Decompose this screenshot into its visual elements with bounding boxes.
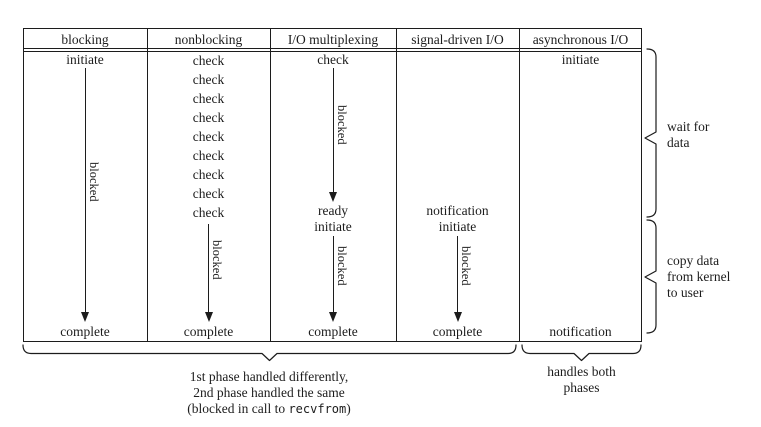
wait-for-data-label: wait for data: [667, 119, 709, 151]
first-phase-note-line3-suffix: ): [346, 401, 351, 416]
header-asynchronous: asynchronous I/O: [532, 32, 629, 47]
header-rule-inner: [23, 50, 642, 52]
multiplexing-blocked-copy-label: blocked: [335, 246, 349, 286]
multiplexing-ready: ready: [318, 203, 348, 218]
copy-data-label: copy data from kernel to user: [667, 253, 730, 301]
multiplexing-initiate: initiate: [314, 219, 352, 234]
multiplexing-complete: complete: [308, 324, 358, 339]
blocking-arrowhead-icon: [81, 312, 89, 322]
first-phase-note-line1: 1st phase handled differently,: [189, 369, 349, 384]
first-four-columns-underbrace-icon: [22, 344, 517, 362]
nonblocking-check-4: check: [192, 110, 225, 125]
copy-phase-brace-icon: [644, 219, 657, 334]
handles-both-note: handles both phases: [521, 364, 642, 396]
recvfrom-code: recvfrom: [288, 402, 347, 416]
header-signal-driven: signal-driven I/O: [411, 32, 504, 47]
nonblocking-check-2: check: [192, 72, 225, 87]
multiplexing-check: check: [317, 52, 349, 67]
signal-driven-complete: complete: [432, 324, 483, 339]
column-divider-3: [395, 28, 397, 342]
signal-driven-arrowhead-icon: [453, 312, 462, 322]
signal-driven-arrow-line: [457, 236, 458, 312]
signal-driven-notification: notification: [426, 203, 489, 218]
nonblocking-check-5: check: [192, 129, 225, 144]
multiplexing-copy-arrow-line: [332, 236, 334, 312]
first-phase-note: 1st phase handled differently, 2nd phase…: [94, 369, 444, 417]
handles-both-line1: handles both: [547, 364, 616, 379]
blocking-arrow-line: [84, 68, 86, 312]
nonblocking-check-8: check: [192, 186, 225, 201]
column-divider-1: [146, 28, 148, 342]
wait-for-data-line1: wait for: [667, 119, 710, 134]
asynchronous-initiate: initiate: [561, 52, 600, 67]
multiplexing-wait-arrowhead-icon: [329, 192, 337, 202]
nonblocking-check-9: check: [192, 205, 225, 220]
header-io-multiplexing: I/O multiplexing: [287, 32, 379, 47]
nonblocking-arrow-line: [208, 224, 209, 312]
nonblocking-check-6: check: [192, 148, 225, 163]
copy-data-line1: copy data: [667, 253, 720, 268]
first-phase-note-line2: 2nd phase handled the same: [193, 385, 345, 400]
multiplexing-blocked-wait-label: blocked: [335, 105, 349, 145]
header-rule-outer: [23, 47, 642, 49]
nonblocking-check-1: check: [192, 53, 225, 68]
header-nonblocking: nonblocking: [174, 32, 243, 47]
multiplexing-copy-arrowhead-icon: [329, 312, 337, 322]
copy-data-line2: from kernel: [667, 269, 731, 284]
handles-both-line2: phases: [563, 380, 600, 395]
signal-driven-initiate: initiate: [438, 219, 477, 234]
copy-data-line3: to user: [667, 285, 704, 300]
nonblocking-arrowhead-icon: [204, 312, 213, 322]
nonblocking-blocked-label: blocked: [210, 240, 224, 280]
wait-for-data-line2: data: [667, 135, 690, 150]
column-divider-4: [518, 28, 520, 342]
first-phase-note-line3: (blocked in call to recvfrom): [94, 401, 444, 417]
nonblocking-check-7: check: [192, 167, 225, 182]
blocking-blocked-label: blocked: [87, 162, 101, 202]
nonblocking-complete: complete: [183, 324, 234, 339]
table-border: [23, 28, 642, 342]
wait-phase-brace-icon: [644, 48, 657, 218]
asynchronous-notification: notification: [549, 324, 612, 339]
blocking-initiate: initiate: [66, 52, 104, 67]
column-divider-2: [269, 28, 271, 342]
header-blocking: blocking: [61, 32, 109, 47]
multiplexing-wait-arrow-line: [332, 68, 334, 192]
blocking-complete: complete: [60, 324, 110, 339]
signal-driven-blocked-label: blocked: [459, 246, 473, 286]
nonblocking-check-3: check: [192, 91, 225, 106]
async-column-underbrace-icon: [521, 344, 642, 362]
first-phase-note-line3-prefix: (blocked in call to: [187, 401, 289, 416]
